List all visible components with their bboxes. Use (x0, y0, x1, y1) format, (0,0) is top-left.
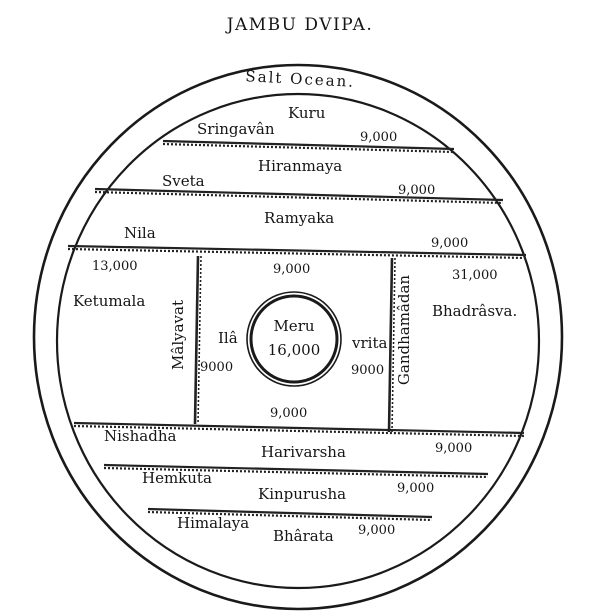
kuru-number: 9,000 (360, 130, 397, 145)
hemkuta-range (103, 463, 489, 479)
harivarsha-label: Harivarsha (261, 443, 346, 461)
bharata-label: Bhârata (273, 527, 334, 545)
kuru-label: Kuru (288, 104, 326, 122)
vrita-label: vrita (351, 334, 387, 352)
range-lines (67, 139, 527, 522)
ramyaka-number: 9,000 (431, 236, 468, 251)
sveta-label: Sveta (162, 172, 205, 190)
harivarsha-number: 9,000 (435, 441, 472, 456)
ila-label: Ilâ (218, 329, 238, 347)
malyavat-label: Mâlyavat (169, 300, 187, 370)
diagram-title: JAMBU DVIPA. (225, 15, 374, 35)
malyavat-range (193, 255, 202, 425)
meru-inner-ring (249, 294, 339, 384)
gandhamadan-range (387, 257, 396, 433)
hiranmaya-number: 9,000 (398, 183, 435, 198)
ramyaka-label: Ramyaka (264, 209, 334, 227)
hemkuta-label: Hemkuta (142, 469, 212, 487)
inner-top-number: 9,000 (273, 262, 310, 277)
bhadrasva-number: 31,000 (452, 268, 498, 283)
sveta-range (94, 187, 504, 205)
salt-ocean-label: Salt Ocean. (245, 67, 356, 91)
meru-value: 16,000 (268, 341, 321, 359)
hiranmaya-label: Hiranmaya (258, 157, 342, 175)
bharata-number: 9,000 (358, 523, 395, 538)
sringavan-label: Sringavân (197, 120, 275, 138)
kinpurusha-label: Kinpurusha (258, 485, 346, 503)
bhadrasva-label: Bhadrâsva. (432, 302, 517, 320)
nishadha-range (73, 421, 525, 438)
ketumala-number: 13,000 (92, 259, 138, 274)
himalaya-range (147, 507, 433, 522)
vrita-number: 9000 (351, 363, 384, 378)
gandhamadan-label: Gandhamâdan (395, 275, 413, 386)
inner-circle (55, 92, 541, 590)
nishadha-label: Nishadha (104, 427, 176, 445)
nila-label: Nila (124, 224, 156, 242)
meru-label: Meru (273, 317, 314, 335)
inner-bottom-number: 9,000 (270, 406, 307, 421)
ila-number: 9000 (200, 360, 233, 375)
outer-circle (32, 63, 564, 611)
himalaya-label: Himalaya (177, 514, 249, 532)
meru-outer-ring (246, 291, 342, 387)
ketumala-label: Ketumala (73, 292, 145, 310)
sringavan-range (162, 139, 455, 154)
kinpurusha-number: 9,000 (397, 481, 434, 496)
nila-range (67, 244, 527, 260)
